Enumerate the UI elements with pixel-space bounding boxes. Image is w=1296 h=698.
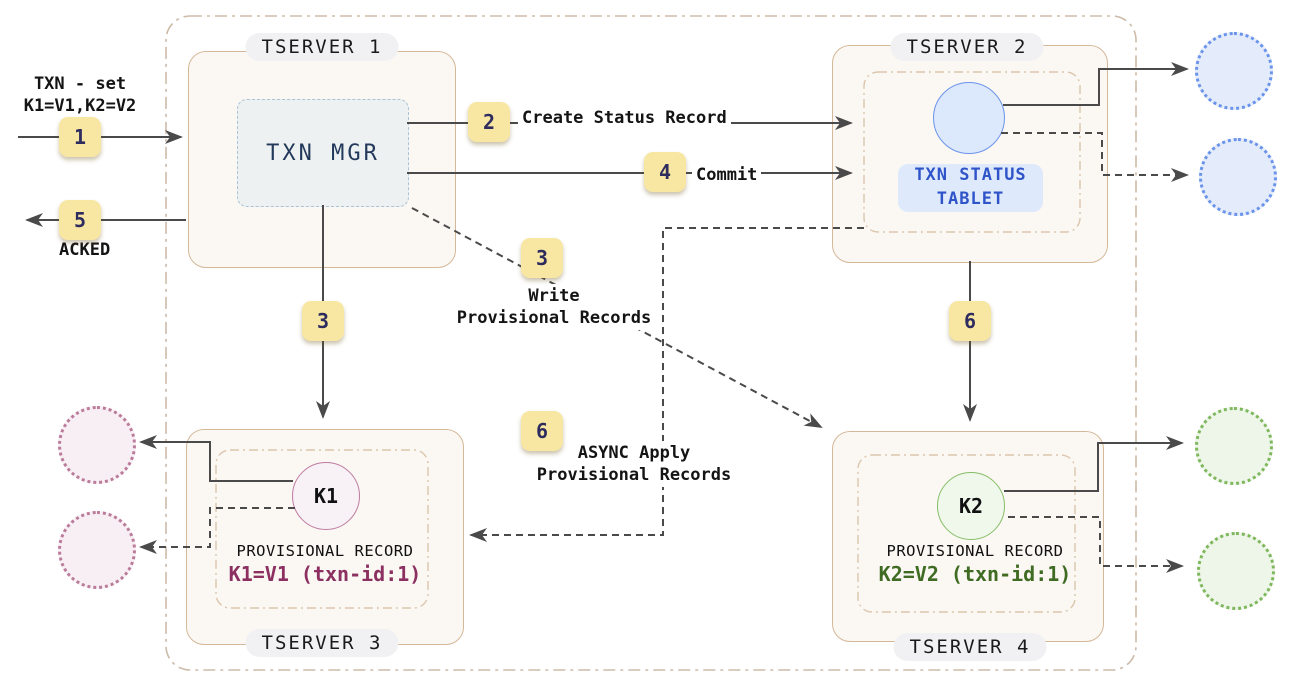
client-request-label: TXN - set K1=V1,K2=V2 <box>5 73 155 117</box>
txn-mgr-box: TXN MGR <box>237 99 409 207</box>
txn-status-tablet-label: TXN STATUS TABLET <box>898 164 1043 212</box>
tserver2-title: TSERVER 2 <box>890 33 1044 61</box>
k2-record-value: K2=V2 (txn-id:1) <box>878 562 1072 587</box>
client-request-line1: TXN - set <box>33 74 127 94</box>
step6-badge-vertical: 6 <box>949 301 991 341</box>
client-request-line2: K1=V1,K2=V2 <box>23 96 137 117</box>
tserver4-title: TSERVER 4 <box>893 633 1047 661</box>
commit-label: Commit <box>692 163 762 188</box>
create-status-record-label: Create Status Record <box>518 106 731 131</box>
tablet-label-line2: TABLET <box>936 189 1005 209</box>
k1-tablet-circle: K1 <box>292 462 360 530</box>
tserver1-title: TSERVER 1 <box>245 33 399 61</box>
step6-badge-async: 6 <box>521 411 563 451</box>
k2-tablet-circle: K2 <box>937 472 1005 540</box>
k1-provisional-record: PROVISIONAL RECORD K1=V1 (txn-id:1) <box>212 541 438 587</box>
acked-label: ACKED <box>59 240 111 260</box>
write-provisional-label: Write Provisional Records <box>450 284 658 331</box>
txn-status-circle <box>933 82 1005 154</box>
status-replica-circle-2 <box>1199 138 1277 216</box>
write-provisional-line1: Write <box>528 286 580 306</box>
txn-mgr-label: TXN MGR <box>266 140 380 166</box>
k1-replica-circle-2 <box>58 511 136 589</box>
tablet-label-line1: TXN STATUS <box>914 165 1027 186</box>
step4-badge: 4 <box>644 152 686 192</box>
write-provisional-line2: Provisional Records <box>456 308 652 329</box>
tserver3-title: TSERVER 3 <box>245 629 399 657</box>
k1-record-title: PROVISIONAL RECORD <box>236 542 414 560</box>
step3-badge-diagonal: 3 <box>521 238 563 278</box>
tserver2-box <box>832 45 1108 263</box>
k2-label: K2 <box>958 494 984 518</box>
async-apply-line2: Provisional Records <box>536 465 732 486</box>
step5-badge: 5 <box>59 200 101 240</box>
k2-replica-circle-2 <box>1197 532 1275 610</box>
status-replica-circle-1 <box>1195 32 1273 110</box>
k1-record-value: K1=V1 (txn-id:1) <box>228 562 422 587</box>
k1-replica-circle-1 <box>58 406 136 484</box>
step1-badge: 1 <box>59 117 101 157</box>
k2-record-title: PROVISIONAL RECORD <box>886 542 1064 560</box>
k2-replica-circle-1 <box>1195 407 1273 485</box>
step2-badge: 2 <box>468 102 510 142</box>
k1-label: K1 <box>313 484 339 508</box>
step3-badge-vertical: 3 <box>302 301 344 341</box>
k2-provisional-record: PROVISIONAL RECORD K2=V2 (txn-id:1) <box>858 541 1092 587</box>
